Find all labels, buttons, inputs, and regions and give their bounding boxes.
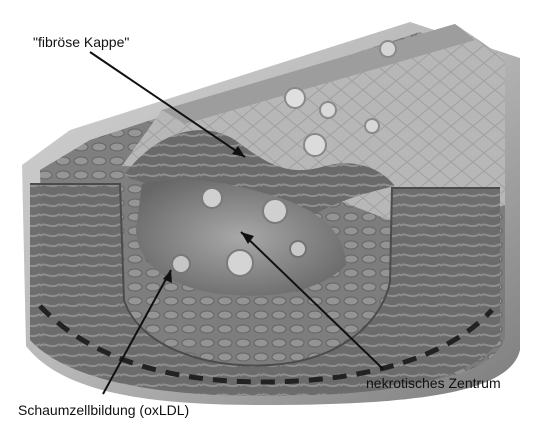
fibrous-cap-label: "fibröse Kappe" (33, 35, 129, 49)
necrotic-core-label: nekrotisches Zentrum (366, 376, 501, 390)
foam-cell-label: Schaumzellbildung (oxLDL) (18, 403, 189, 417)
